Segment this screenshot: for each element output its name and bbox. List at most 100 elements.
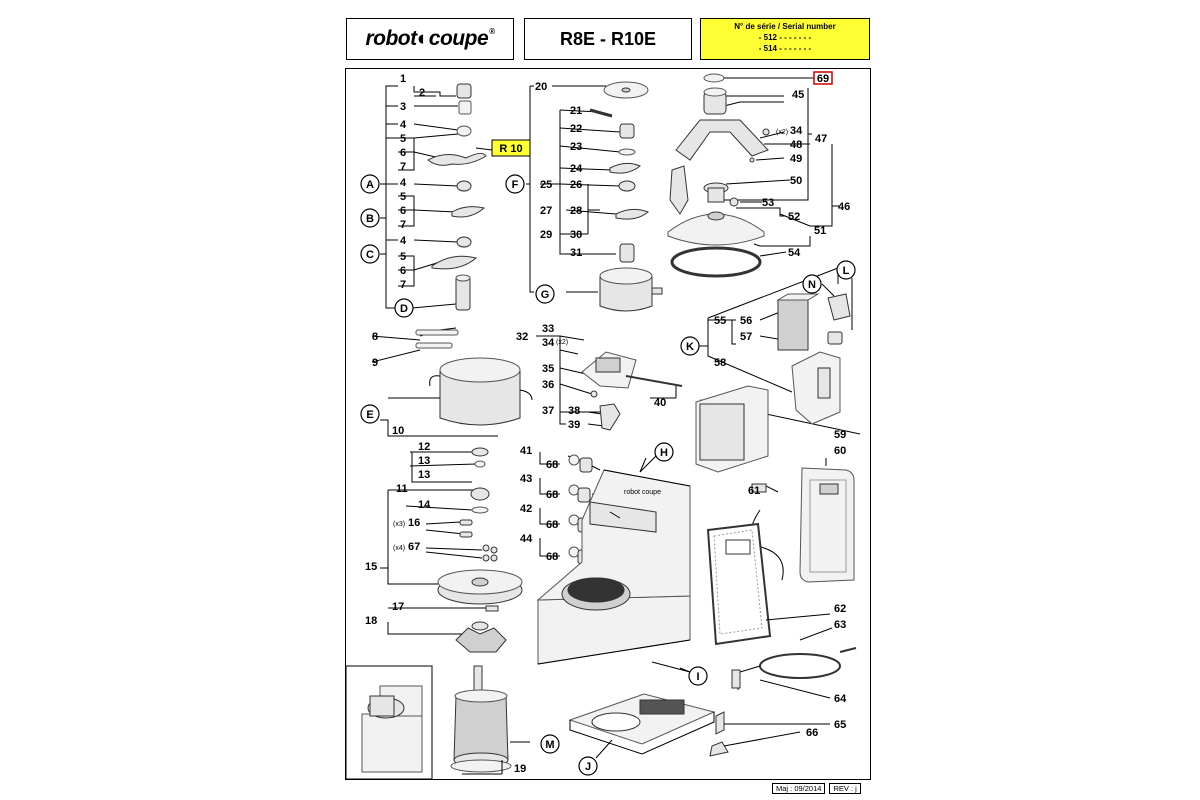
circle-label-c: C — [360, 244, 380, 264]
part-number: 10 — [392, 425, 404, 437]
part-number: 18 — [365, 615, 377, 627]
svg-text:L: L — [843, 265, 850, 277]
part-number: 36 — [542, 379, 554, 391]
multiplier: (x3) — [393, 521, 405, 528]
part-number: 13 — [418, 455, 430, 467]
part-number: 42 — [520, 503, 532, 515]
part-number: 54 — [788, 247, 801, 259]
right-top-lines — [716, 77, 840, 257]
part-number: 68 — [546, 551, 558, 563]
svg-text:A: A — [366, 179, 374, 191]
part-number: 4 — [400, 235, 407, 247]
part-number: 29 — [540, 229, 552, 241]
svg-text:K: K — [686, 341, 694, 353]
multiplier: (x4) — [393, 545, 405, 552]
circle-label-k: K — [680, 336, 700, 356]
svg-text:J: J — [585, 761, 591, 773]
circle-label-j: J — [578, 756, 598, 776]
part-number: 48 — [790, 139, 802, 151]
bowl-parts — [371, 327, 533, 437]
revision-footer: Maj : 09/2014 REV : j — [772, 783, 865, 794]
serial-line-2: - 514 - - - - - - - — [758, 44, 812, 53]
circle-label-a: A — [360, 174, 380, 194]
part-number: 43 — [520, 473, 532, 485]
part-number: 2 — [419, 87, 425, 99]
svg-text:D: D — [400, 303, 408, 315]
part-number: 26 — [570, 179, 582, 191]
part-number: 8 — [372, 331, 378, 343]
part-number: 65 — [834, 719, 846, 731]
circle-label-g: G — [535, 284, 555, 304]
svg-text:G: G — [541, 289, 550, 301]
brand-logo-box: robot◐coupe® — [346, 18, 514, 60]
part-number: 56 — [740, 315, 752, 327]
part-number: 31 — [570, 247, 582, 259]
svg-text:M: M — [545, 739, 554, 751]
highlight-r10: R 10 — [491, 139, 531, 157]
part-number: 22 — [570, 123, 582, 135]
circle-label-d: D — [394, 298, 414, 318]
motor-parts — [450, 665, 530, 775]
part-number: 27 — [540, 205, 552, 217]
part-number: 5 — [400, 133, 406, 145]
machine-thumbnail — [361, 685, 423, 773]
part-number: 28 — [570, 205, 582, 217]
part-number: 68 — [546, 519, 558, 531]
left-blade-group-lines — [380, 85, 493, 309]
serial-number-box: N° de série / Serial number - 512 - - - … — [700, 18, 870, 60]
svg-text:E: E — [366, 409, 373, 421]
part-number: 38 — [568, 405, 580, 417]
left-blade-group-parts — [427, 83, 487, 311]
part-number: 63 — [834, 619, 846, 631]
multiplier: (x2) — [776, 129, 788, 136]
part-number: 6 — [400, 205, 406, 217]
part-number: 58 — [714, 357, 726, 369]
multiplier: (x2) — [556, 339, 568, 346]
part-number: 7 — [400, 219, 406, 231]
part-number: 17 — [392, 601, 404, 613]
part-number: 7 — [400, 161, 406, 173]
circle-label-n: N — [802, 274, 822, 294]
svg-text:I: I — [696, 671, 699, 683]
part-number: 20 — [535, 81, 547, 93]
part-number: 6 — [400, 147, 406, 159]
circle-label-i: I — [688, 666, 708, 686]
revision-code: REV : j — [829, 783, 861, 794]
door-gasket — [706, 522, 831, 646]
part-number: 6 — [400, 265, 406, 277]
part-numbers: 1 2 3 4 5 6 7 4 5 6 7 4 5 6 7 8 9 10 12 … — [365, 73, 850, 775]
part-number: 3 — [400, 101, 406, 113]
part-number: 35 — [542, 363, 554, 375]
part-number: 13 — [418, 469, 430, 481]
svg-text:N: N — [808, 279, 816, 291]
part-number: 59 — [834, 429, 846, 441]
part-number: 14 — [418, 499, 431, 511]
part-number: 61 — [748, 485, 760, 497]
center-top-parts — [589, 81, 663, 312]
part-number: 67 — [408, 541, 420, 553]
svg-text:C: C — [366, 249, 374, 261]
r10-label: R 10 — [499, 143, 522, 155]
update-date: Maj : 09/2014 — [772, 783, 826, 794]
part-number: 52 — [788, 211, 800, 223]
part-number: 57 — [740, 331, 752, 343]
part-number: 40 — [654, 397, 666, 409]
part-number: 19 — [514, 763, 526, 775]
part-number: 9 — [372, 357, 378, 369]
part-number: 30 — [570, 229, 582, 241]
part-number: 39 — [568, 419, 580, 431]
part-number: 5 — [400, 251, 406, 263]
part-number: 24 — [570, 163, 583, 175]
side-panel — [799, 458, 855, 583]
part-number: 25 — [540, 179, 552, 191]
part-number: 55 — [714, 315, 726, 327]
svg-text:F: F — [512, 179, 519, 191]
part-number: 4 — [400, 177, 407, 189]
part-number: 5 — [400, 191, 406, 203]
part-number: 7 — [400, 279, 406, 291]
part-number: 1 — [400, 73, 406, 85]
part-number: 50 — [790, 175, 802, 187]
part-number: 23 — [570, 141, 582, 153]
circle-label-l: L — [836, 260, 856, 280]
part-number: 34 — [542, 337, 555, 349]
